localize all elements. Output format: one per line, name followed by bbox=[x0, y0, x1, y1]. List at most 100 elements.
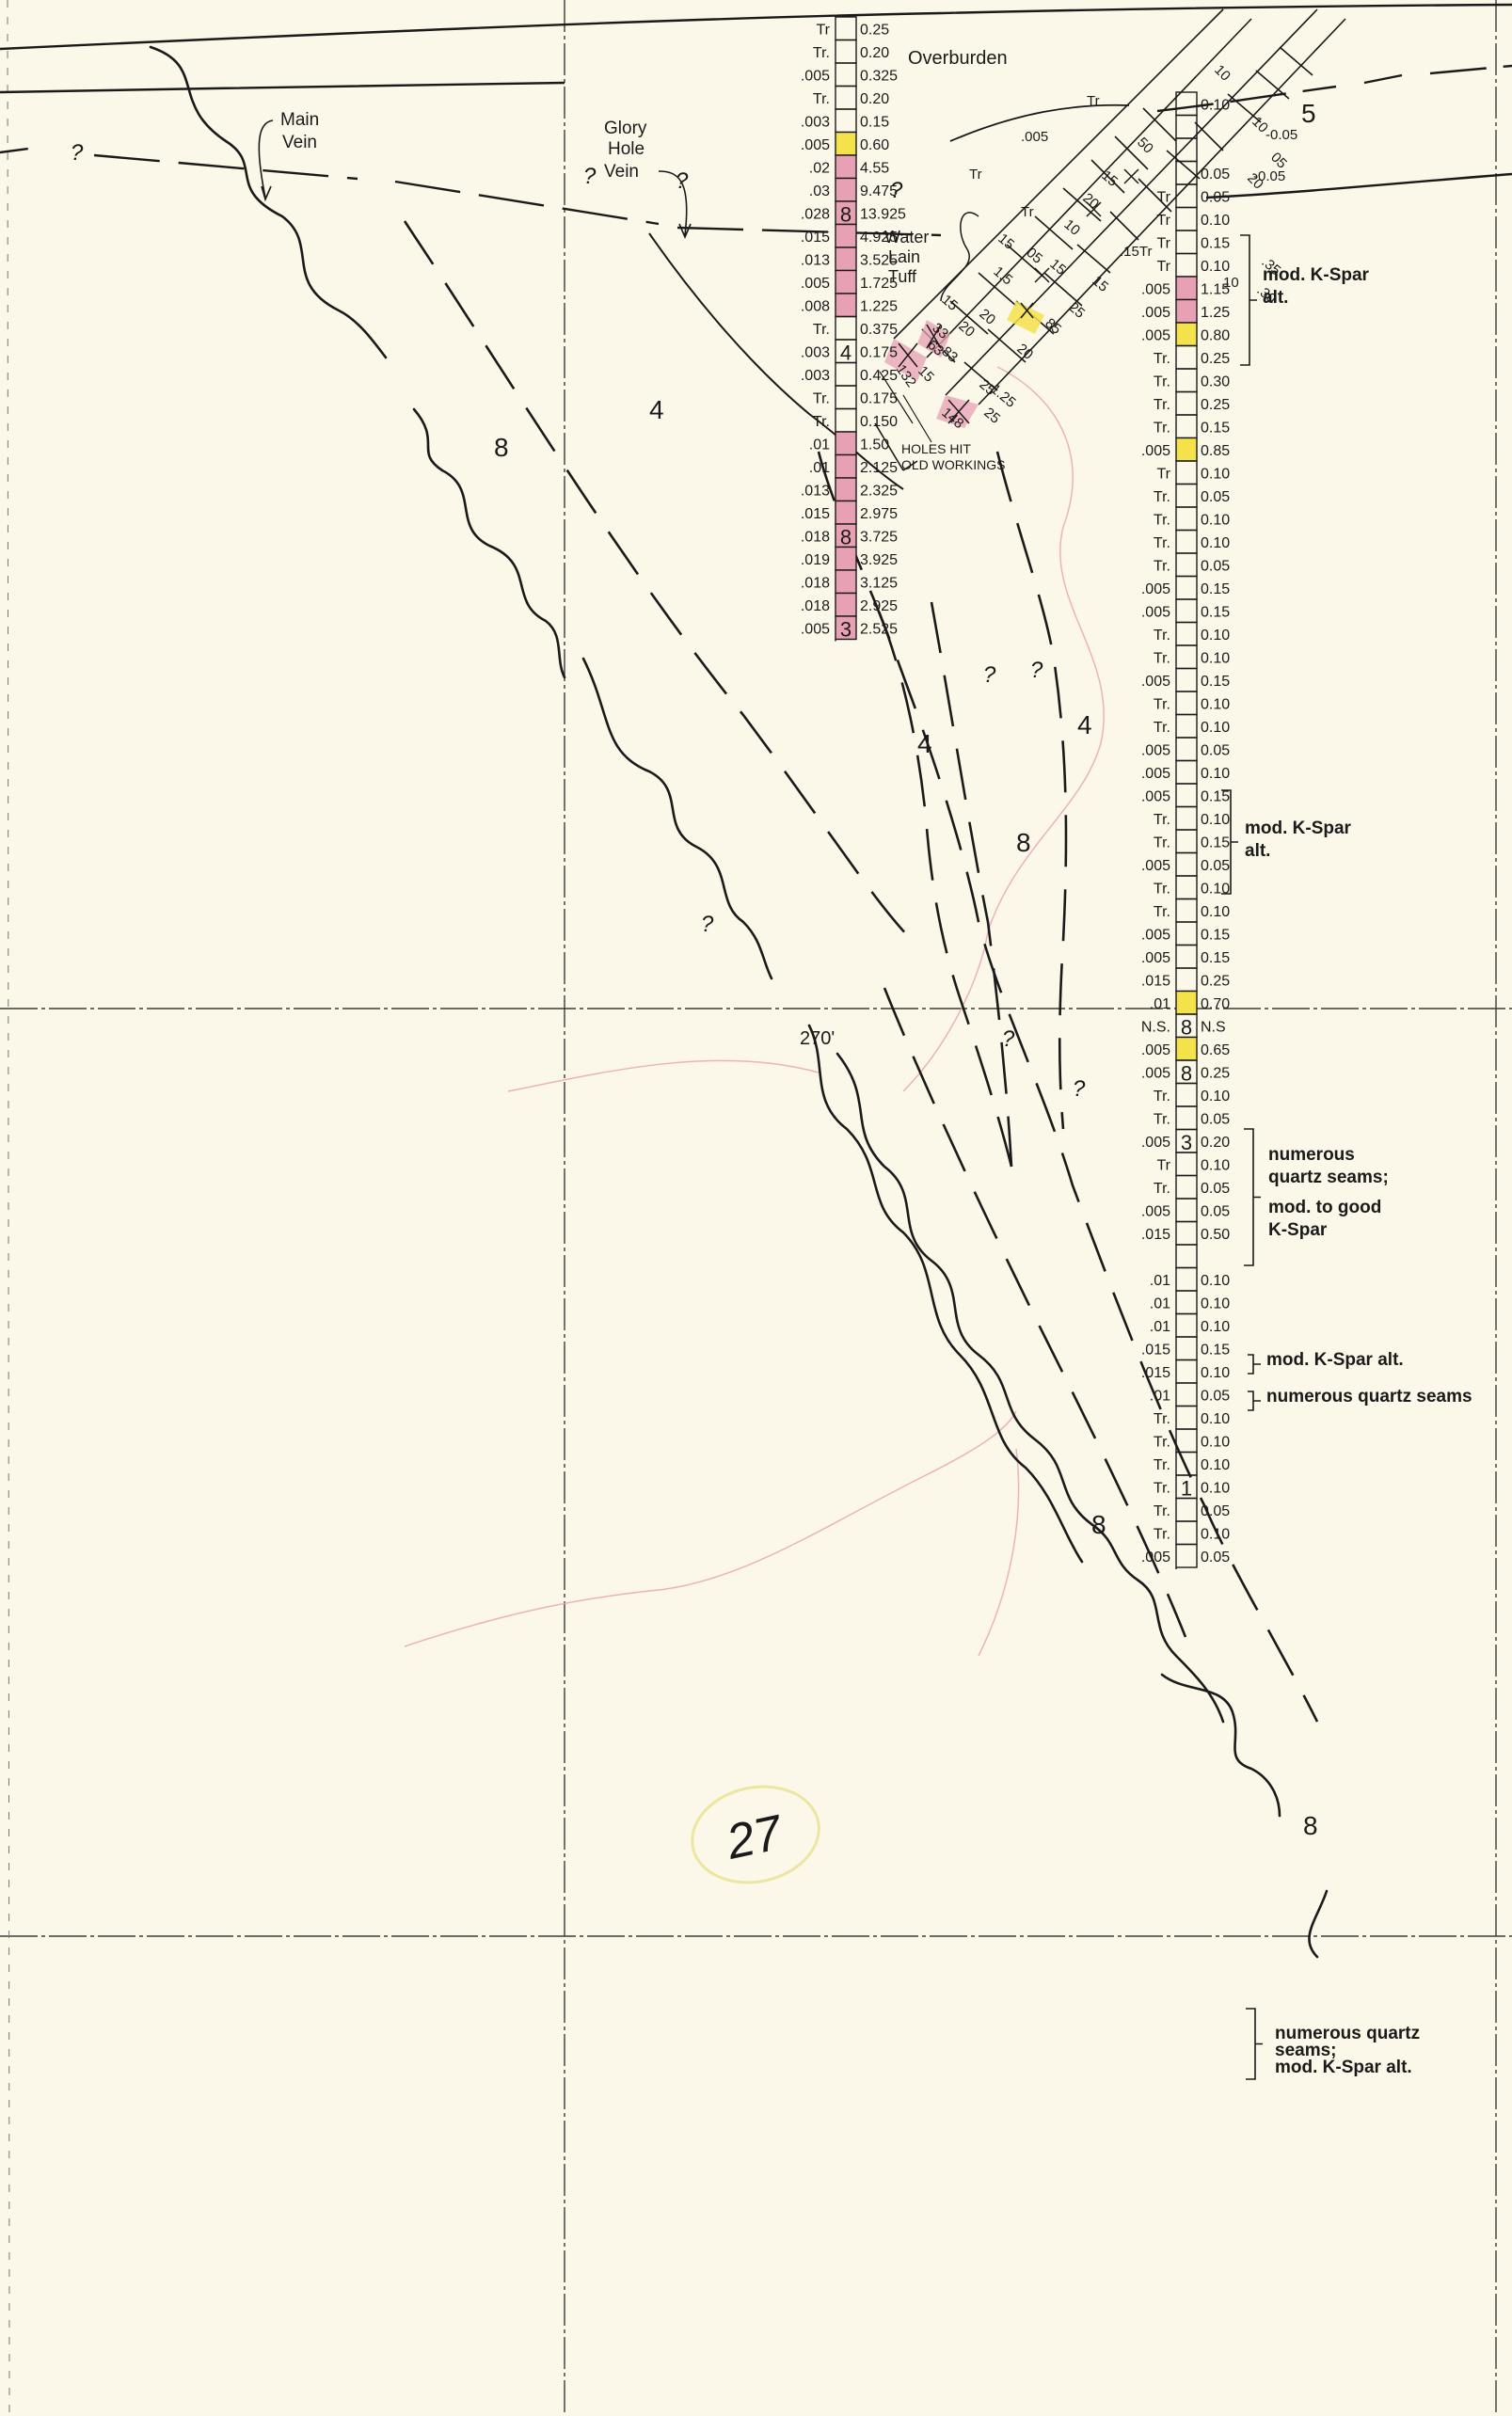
water-lain-tuff-leader bbox=[940, 212, 979, 302]
note-bracket bbox=[1246, 2008, 1263, 2080]
gold-assay-value: N.S. bbox=[1141, 1020, 1170, 1036]
assay-interval bbox=[1175, 1543, 1198, 1568]
silver-assay-value: 0.70 bbox=[1201, 996, 1230, 1012]
silver-assay-value: 2.925 bbox=[860, 598, 898, 614]
uncertain-contact-mark: ? bbox=[1030, 658, 1043, 683]
old-workings-highlights bbox=[884, 320, 979, 428]
gold-assay-value: .005 bbox=[1141, 443, 1170, 459]
gold-assay-value: .005 bbox=[801, 137, 830, 153]
silver-assay-value: 0.10 bbox=[1201, 1411, 1230, 1427]
surface-assay-note: .005 bbox=[1021, 129, 1048, 145]
uncertain-contact-mark: ? bbox=[1073, 1076, 1086, 1102]
surface-assay-note: Tr bbox=[1087, 93, 1100, 109]
interval-unit-number: 8 bbox=[840, 203, 851, 227]
gold-assay-value: Tr. bbox=[1154, 1503, 1170, 1519]
alteration-note-line: seams; bbox=[1275, 2041, 1337, 2060]
gold-assay-value: Tr bbox=[1156, 190, 1170, 206]
interval-unit-number: 3 bbox=[1181, 1131, 1192, 1154]
assay-interval bbox=[835, 592, 857, 617]
silver-assay-value: 0.150 bbox=[860, 414, 898, 430]
gold-assay-value: .028 bbox=[801, 207, 830, 223]
silver-assay-value: 0.325 bbox=[860, 69, 898, 85]
uncertain-contact-mark: ? bbox=[701, 912, 714, 937]
assay-interval bbox=[835, 477, 857, 502]
gold-assay-value: Tr. bbox=[1154, 812, 1170, 828]
silver-assay-value: 4.55 bbox=[860, 161, 889, 177]
gold-assay-value: Tr. bbox=[1154, 374, 1170, 390]
gold-assay-value: Tr. bbox=[1154, 351, 1170, 367]
gold-assay-value: .01 bbox=[1150, 1389, 1170, 1405]
silver-assay-value: 0.10 bbox=[1201, 1319, 1230, 1335]
gold-assay-value: Tr. bbox=[1154, 628, 1170, 644]
holes-hit-label-line-1: HOLES HIT bbox=[901, 441, 971, 456]
gold-assay-value: .005 bbox=[1141, 305, 1170, 321]
gold-assay-value: .005 bbox=[801, 276, 830, 292]
silver-assay-value: 0.10 bbox=[1201, 1089, 1230, 1105]
assay-interval bbox=[835, 177, 857, 202]
silver-assay-value: 0.10 bbox=[1201, 1296, 1230, 1312]
main-vein-leader bbox=[258, 119, 274, 202]
silver-assay-value: 0.05 bbox=[1201, 1112, 1230, 1128]
gold-assay-value: .008 bbox=[801, 299, 830, 315]
interval-unit-number: 8 bbox=[840, 526, 851, 549]
uncertain-contact-mark: ? bbox=[71, 140, 84, 166]
silver-assay-value: 0.15 bbox=[1201, 1343, 1230, 1359]
gold-assay-value: .005 bbox=[801, 69, 830, 85]
note-brace bbox=[1248, 1354, 1261, 1375]
silver-assay-value: 3.725 bbox=[860, 530, 898, 546]
assay-interval bbox=[835, 569, 857, 595]
gold-assay-value: .01 bbox=[1150, 1296, 1170, 1312]
gold-assay-value: .005 bbox=[1141, 789, 1170, 805]
note-bracket bbox=[1240, 234, 1257, 366]
water-lain-tuff-label-line-2: Lain bbox=[888, 247, 920, 266]
gold-assay-value: .018 bbox=[801, 576, 830, 592]
silver-assay-value: 0.10 bbox=[1201, 720, 1230, 736]
angled-hole-assay: -0.05 bbox=[1253, 168, 1285, 184]
note-brace bbox=[1248, 1391, 1261, 1411]
silver-assay-value: 0.20 bbox=[1201, 1135, 1230, 1151]
silver-assay-value: 3.925 bbox=[860, 552, 898, 568]
gold-assay-value: .015 bbox=[801, 506, 830, 522]
gold-assay-value: .005 bbox=[1141, 766, 1170, 782]
note-bracket bbox=[1244, 1128, 1261, 1266]
silver-assay-value: 0.10 bbox=[1201, 1457, 1230, 1473]
uncertain-contact-mark: ? bbox=[890, 178, 903, 203]
water-lain-tuff-label-line-3: Tuff bbox=[888, 267, 917, 286]
assay-interval bbox=[1175, 276, 1198, 301]
surface-assay-note: Tr bbox=[1021, 204, 1034, 220]
angled-hole-assay: 10 bbox=[1223, 275, 1239, 291]
assay-interval bbox=[835, 223, 857, 248]
assay-interval bbox=[1175, 322, 1198, 347]
gold-assay-value: .005 bbox=[1141, 928, 1170, 944]
gold-assay-value: .02 bbox=[809, 161, 830, 177]
gold-assay-value: .01 bbox=[809, 460, 830, 476]
silver-assay-value: 0.25 bbox=[1201, 974, 1230, 990]
silver-assay-value: 0.10 bbox=[1201, 1273, 1230, 1289]
silver-assay-value: 1.225 bbox=[860, 299, 898, 315]
gold-assay-value: .015 bbox=[1141, 1365, 1170, 1381]
silver-assay-value: 0.15 bbox=[1201, 950, 1230, 966]
silver-assay-value: 0.10 bbox=[1201, 467, 1230, 483]
silver-assay-value: N.S bbox=[1201, 1020, 1226, 1036]
alteration-note-line: numerous quartz seams bbox=[1266, 1387, 1472, 1407]
gold-assay-value: .01 bbox=[1150, 996, 1170, 1012]
gold-assay-value: .005 bbox=[1141, 1135, 1170, 1151]
silver-assay-value: 0.05 bbox=[1201, 190, 1230, 206]
alteration-note-line: numerous quartz bbox=[1275, 2024, 1420, 2043]
silver-assay-value: 0.10 bbox=[1201, 766, 1230, 782]
silver-assay-value: 2.325 bbox=[860, 484, 898, 500]
silver-assay-value: 0.15 bbox=[1201, 581, 1230, 597]
silver-assay-value: 0.10 bbox=[1201, 651, 1230, 667]
silver-assay-value: 0.10 bbox=[1201, 697, 1230, 713]
silver-assay-value: 0.425 bbox=[860, 368, 898, 384]
assay-interval bbox=[1175, 1036, 1198, 1061]
gold-assay-value: Tr bbox=[1156, 213, 1170, 229]
silver-assay-value: 0.05 bbox=[1201, 559, 1230, 575]
silver-assay-value: 1.50 bbox=[860, 437, 889, 453]
silver-assay-value: 0.25 bbox=[1201, 397, 1230, 413]
silver-assay-value: 0.10 bbox=[1201, 1435, 1230, 1451]
alteration-note-line: mod. K-Spar alt. bbox=[1266, 1350, 1404, 1370]
